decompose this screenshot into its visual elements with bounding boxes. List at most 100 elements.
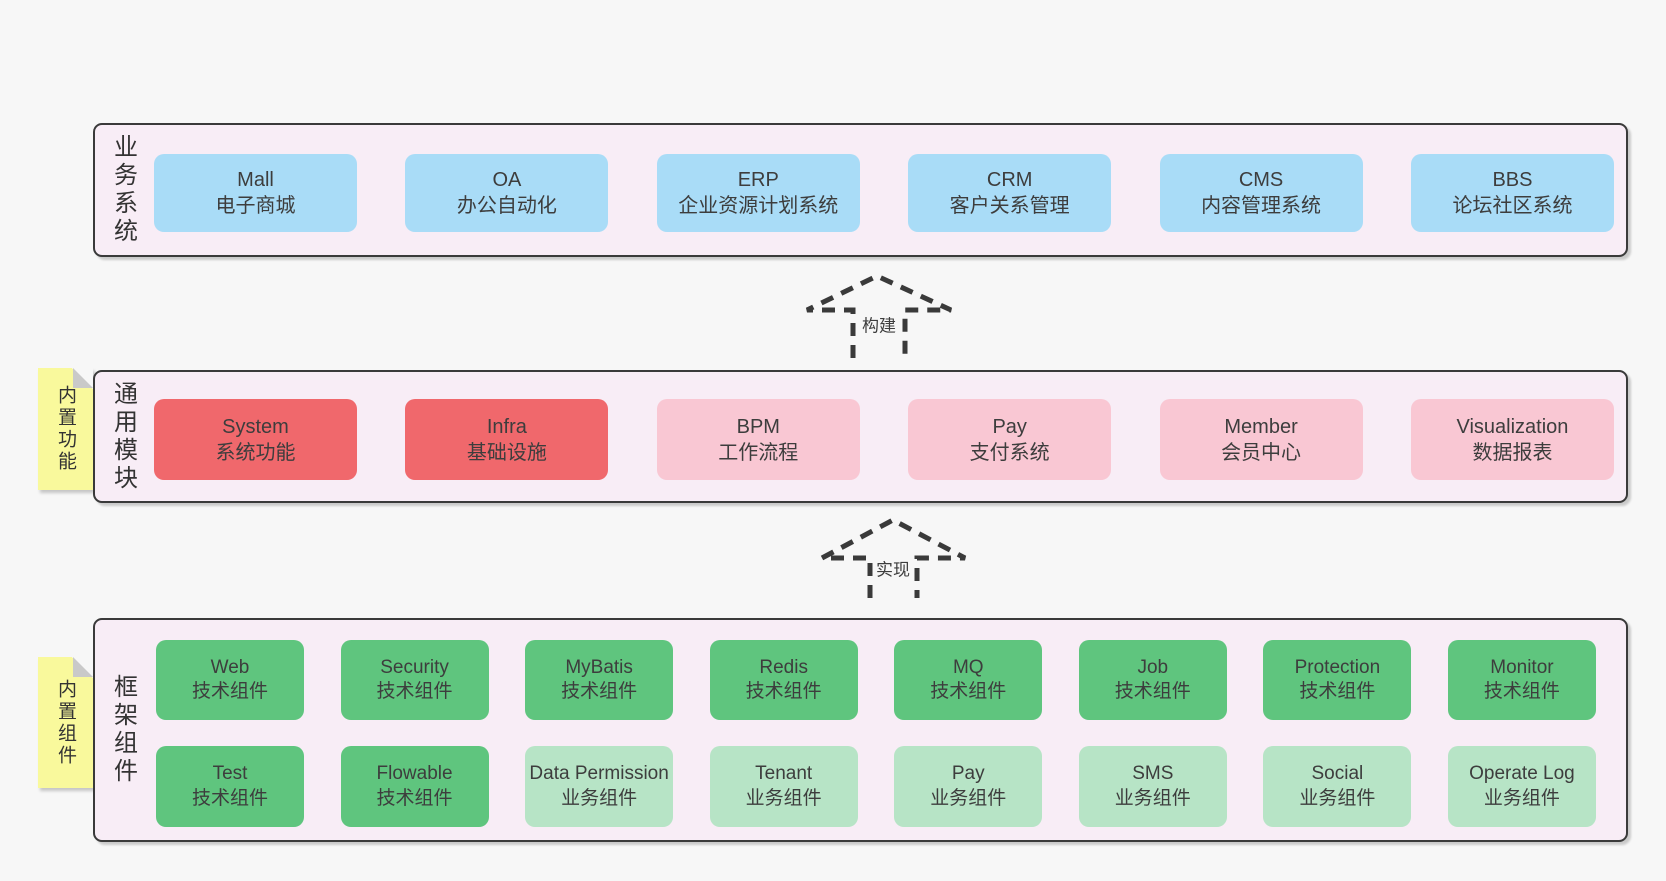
- box-protection: Protection 技术组件: [1263, 640, 1412, 720]
- box-name: Operate Log: [1469, 763, 1575, 785]
- box-subtitle: 业务组件: [561, 787, 638, 809]
- box-name: BBS: [1492, 169, 1533, 191]
- band-business-label: 业务系统: [109, 134, 137, 246]
- implement-arrow-icon: [818, 516, 968, 598]
- box-name: System: [222, 415, 289, 438]
- folded-corner-icon: [73, 368, 93, 388]
- sticky-note-text: 内置组件: [55, 678, 76, 767]
- components-row-1: Web 技术组件 Security 技术组件 MyBatis 技术组件 Redi…: [156, 640, 1596, 720]
- box-infra: Infra 基础设施: [405, 399, 609, 480]
- sticky-note-text: 内置功能: [55, 385, 76, 473]
- box-member: Member 会员中心: [1159, 399, 1363, 480]
- box-name: MQ: [952, 656, 984, 678]
- implement-arrow-label: 实现: [873, 554, 913, 582]
- box-name: Infra: [486, 415, 527, 438]
- box-redis: Redis 技术组件: [709, 640, 858, 720]
- box-pay-system: Pay 支付系统: [908, 399, 1112, 480]
- box-flowable: Flowable 技术组件: [340, 746, 489, 827]
- box-subtitle: 技术组件: [561, 681, 638, 702]
- band-business-systems: 业务系统 Mall 电子商城 OA 办公自动化 ERP 企业资源计划系统 CRM…: [93, 123, 1628, 257]
- box-subtitle: 论坛社区系统: [1452, 195, 1573, 217]
- box-name: Tenant: [755, 763, 813, 785]
- band-common-modules: 通用模块 System 系统功能 Infra 基础设施 BPM 工作流程 Pay…: [93, 370, 1628, 503]
- box-name: ERP: [737, 169, 779, 191]
- box-subtitle: 业务组件: [1114, 787, 1191, 809]
- box-social: Social 业务组件: [1263, 746, 1412, 827]
- box-mq: MQ 技术组件: [894, 640, 1043, 720]
- build-arrow-icon: [800, 272, 955, 358]
- box-subtitle: 会员中心: [1221, 441, 1302, 464]
- box-name: Social: [1311, 763, 1364, 785]
- box-operate-log: Operate Log 业务组件: [1447, 746, 1596, 827]
- box-subtitle: 技术组件: [1114, 681, 1191, 702]
- box-bpm: BPM 工作流程: [656, 399, 860, 480]
- box-name: Redis: [759, 656, 808, 678]
- box-mybatis: MyBatis 技术组件: [525, 640, 674, 720]
- box-subtitle: 技术组件: [191, 681, 268, 702]
- box-name: BPM: [736, 415, 780, 438]
- modules-box-row: System 系统功能 Infra 基础设施 BPM 工作流程 Pay 支付系统…: [154, 399, 1614, 480]
- box-name: OA: [492, 169, 522, 191]
- box-oa: OA 办公自动化: [405, 154, 609, 232]
- folded-corner-icon: [73, 657, 93, 677]
- box-subtitle: 电子商城: [215, 195, 296, 217]
- box-subtitle: 技术组件: [745, 681, 822, 702]
- box-subtitle: 业务组件: [745, 787, 822, 809]
- box-subtitle: 办公自动化: [456, 195, 557, 217]
- box-sms: SMS 业务组件: [1078, 746, 1227, 827]
- box-name: Member: [1224, 415, 1298, 438]
- box-subtitle: 技术组件: [376, 787, 453, 809]
- box-subtitle: 技术组件: [930, 681, 1007, 702]
- box-name: CRM: [986, 169, 1033, 191]
- box-pay-component: Pay 业务组件: [894, 746, 1043, 827]
- box-name: Monitor: [1490, 656, 1554, 678]
- box-system: System 系统功能: [154, 399, 357, 480]
- box-subtitle: 系统功能: [215, 441, 296, 464]
- box-subtitle: 技术组件: [1299, 681, 1376, 702]
- build-arrow-label: 构建: [859, 310, 899, 338]
- box-subtitle: 业务组件: [930, 787, 1007, 809]
- box-data-permission: Data Permission 业务组件: [525, 746, 674, 827]
- box-subtitle: 企业资源计划系统: [678, 195, 839, 217]
- box-name: Web: [210, 656, 250, 678]
- box-subtitle: 支付系统: [969, 441, 1050, 464]
- box-erp: ERP 企业资源计划系统: [656, 154, 860, 232]
- box-name: Pay: [951, 763, 985, 785]
- sticky-note-built-in-components: 内置组件: [38, 657, 93, 788]
- box-name: Security: [380, 656, 449, 678]
- box-visualization: Visualization 数据报表: [1410, 399, 1614, 480]
- box-subtitle: 内容管理系统: [1201, 195, 1322, 217]
- box-web: Web 技术组件: [156, 640, 304, 720]
- box-security: Security 技术组件: [340, 640, 489, 720]
- box-name: Job: [1137, 656, 1169, 678]
- box-bbs: BBS 论坛社区系统: [1410, 154, 1614, 232]
- box-monitor: Monitor 技术组件: [1447, 640, 1596, 720]
- box-name: Data Permission: [529, 763, 669, 785]
- components-row-2: Test 技术组件 Flowable 技术组件 Data Permission …: [156, 746, 1596, 827]
- box-name: MyBatis: [565, 656, 633, 678]
- box-name: SMS: [1132, 763, 1174, 785]
- box-name: Protection: [1294, 656, 1381, 678]
- band-modules-label: 通用模块: [109, 380, 137, 493]
- box-job: Job 技术组件: [1078, 640, 1227, 720]
- box-name: Mall: [237, 169, 274, 191]
- box-subtitle: 基础设施: [466, 441, 547, 464]
- box-subtitle: 技术组件: [1483, 681, 1560, 702]
- box-subtitle: 业务组件: [1483, 787, 1560, 809]
- box-name: CMS: [1238, 169, 1284, 191]
- box-subtitle: 客户关系管理: [949, 195, 1070, 217]
- box-subtitle: 技术组件: [191, 787, 268, 809]
- box-subtitle: 工作流程: [718, 441, 799, 464]
- box-test: Test 技术组件: [156, 746, 304, 827]
- business-box-row: Mall 电子商城 OA 办公自动化 ERP 企业资源计划系统 CRM 客户关系…: [154, 154, 1614, 232]
- box-name: Flowable: [376, 763, 453, 785]
- box-tenant: Tenant 业务组件: [709, 746, 858, 827]
- box-name: Visualization: [1456, 415, 1569, 438]
- band-components-label: 框架组件: [109, 674, 137, 786]
- box-crm: CRM 客户关系管理: [908, 154, 1112, 232]
- sticky-note-built-in-features: 内置功能: [38, 368, 93, 490]
- components-box-rows: Web 技术组件 Security 技术组件 MyBatis 技术组件 Redi…: [156, 640, 1596, 827]
- box-name: Pay: [992, 415, 1027, 438]
- box-subtitle: 技术组件: [376, 681, 453, 702]
